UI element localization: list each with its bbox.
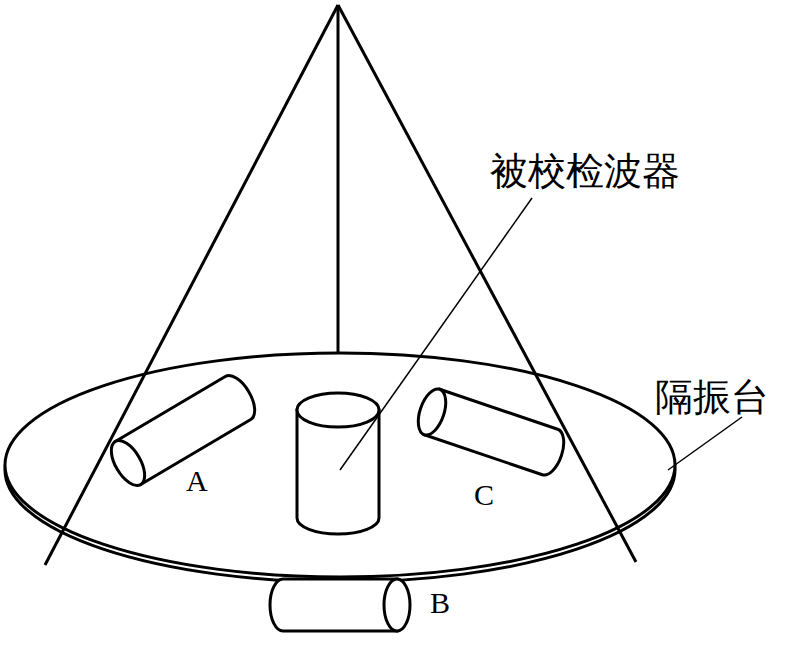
leader-line: [340, 198, 532, 470]
center-pole: [337, 5, 340, 352]
cylinder-cap: [105, 435, 152, 491]
cone-line: [338, 5, 636, 562]
isolation-platform: [5, 353, 675, 577]
geophone-under-test: [297, 393, 379, 534]
part-letter: C: [474, 480, 494, 510]
part-letter: A: [186, 466, 208, 496]
reference-geophone: [413, 385, 569, 478]
part-letter: B: [430, 588, 450, 618]
cylinder-cap: [413, 385, 451, 438]
leader-line: [668, 417, 742, 470]
reference-geophone: [270, 579, 410, 631]
callout-label: 被校检波器: [490, 152, 680, 190]
callout-label: 隔振台: [655, 378, 769, 416]
cylinder-body: [270, 579, 397, 631]
cone-line: [45, 5, 338, 565]
cylinder-cap: [384, 579, 410, 631]
reference-geophone: [105, 370, 262, 491]
